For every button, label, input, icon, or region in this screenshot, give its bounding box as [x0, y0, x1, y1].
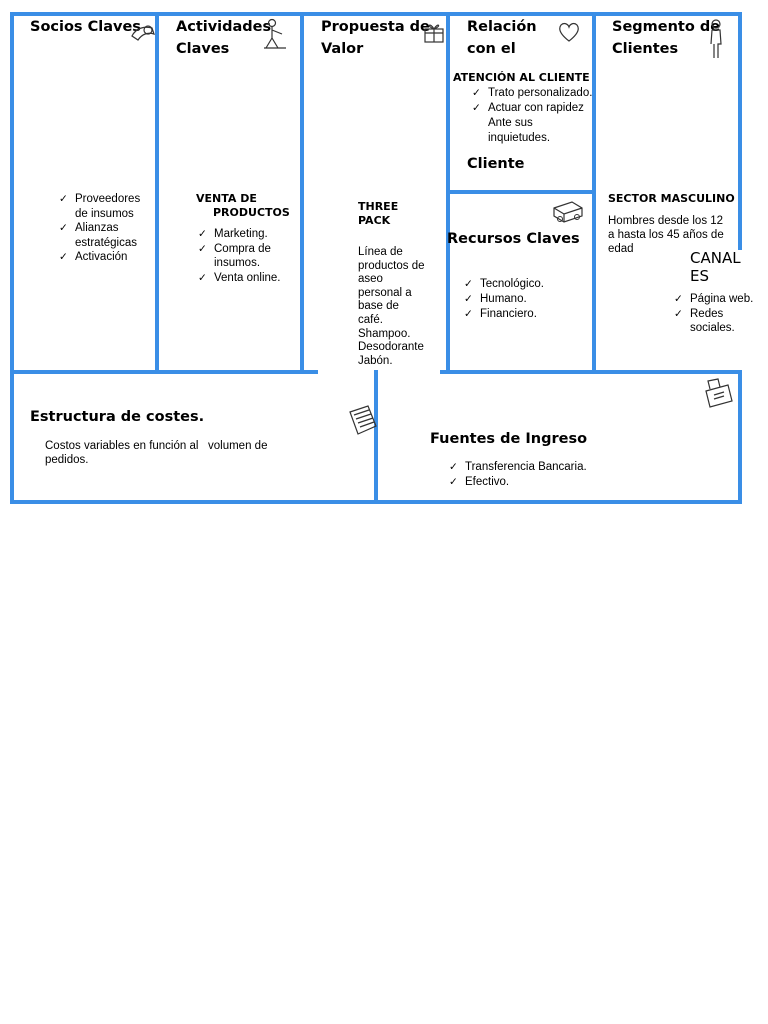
- list-item: Compra de insumos.: [196, 242, 291, 271]
- propuesta-subtitle: THREE PACK: [358, 200, 399, 227]
- relacion-title-cliente: Cliente: [467, 156, 525, 172]
- costes-body: Costos variables en función al volumen d…: [45, 440, 268, 466]
- truck-icon: [552, 198, 586, 224]
- border-left: [10, 12, 14, 504]
- list-item: Financiero.: [462, 307, 587, 322]
- divider-h-bottom-row-right: [440, 370, 742, 374]
- ingresos-list: Transferencia Bancaria. Efectivo.: [447, 460, 647, 490]
- divider-h-relacion-recursos: [446, 190, 596, 194]
- cash-register-icon: [700, 375, 736, 411]
- costes-title: Estructura de costes.: [30, 409, 205, 425]
- ingresos-title: Fuentes de Ingreso: [430, 431, 588, 447]
- border-right-upper: [738, 12, 742, 250]
- recursos-title: Recursos Claves: [447, 231, 580, 247]
- divider-v2: [300, 12, 304, 372]
- relacion-list: Trato personalizado. Actuar con rapidez …: [470, 86, 595, 146]
- segmento-title: Segmento de Clientes: [612, 19, 721, 57]
- list-item: Marketing.: [196, 227, 291, 242]
- actividades-list: Marketing. Compra de insumos. Venta onli…: [196, 227, 291, 285]
- list-item: Trato personalizado.: [470, 86, 595, 101]
- divider-v-bottom: [374, 370, 378, 504]
- list-item: Proveedores de insumos: [57, 192, 152, 221]
- relacion-subtitle: ATENCIÓN AL CLIENTE: [453, 71, 590, 84]
- list-item: Actuar con rapidez Ante sus inquietudes.: [470, 101, 595, 146]
- worker-icon: [262, 18, 288, 50]
- segmento-subtitle: SECTOR MASCULINO: [608, 192, 735, 205]
- list-item: Redes sociales.: [672, 307, 764, 336]
- person-icon: [706, 18, 726, 60]
- actividades-subtitle: VENTA DE PRODUCTOS: [196, 192, 290, 219]
- border-right-lower: [738, 370, 742, 504]
- divider-v1: [155, 12, 159, 372]
- list-item: Tecnológico.: [462, 277, 587, 292]
- list-item: Página web.: [672, 292, 764, 307]
- segmento-body: Hombres desde los 12 a hasta los 45 años…: [608, 215, 724, 255]
- actividades-title: Actividades Claves: [176, 19, 272, 57]
- document-icon: [344, 404, 380, 438]
- gift-icon: [422, 20, 448, 44]
- handshake-icon: [130, 22, 156, 44]
- border-top: [10, 12, 742, 16]
- canales-list: Página web. Redes sociales.: [672, 292, 764, 336]
- list-item: Transferencia Bancaria.: [447, 460, 647, 475]
- list-item: Humano.: [462, 292, 587, 307]
- socios-title: Socios Claves: [30, 19, 141, 35]
- canales-title: CANAL ES: [690, 249, 741, 285]
- list-item: Efectivo.: [447, 475, 647, 490]
- divider-h-bottom-row: [10, 370, 318, 374]
- list-item: Alianzas estratégicas: [57, 221, 152, 250]
- recursos-list: Tecnológico. Humano. Financiero.: [462, 277, 587, 322]
- socios-list: Proveedores de insumos Alianzas estratég…: [57, 192, 152, 265]
- relacion-title: Relación con el: [467, 19, 537, 57]
- list-item: Activación: [57, 250, 152, 265]
- list-item: Venta online.: [196, 271, 291, 286]
- propuesta-title: Propuesta de Valor: [321, 19, 430, 57]
- propuesta-body: Línea de productos de aseo personal a ba…: [358, 246, 425, 367]
- heart-icon: [556, 20, 582, 44]
